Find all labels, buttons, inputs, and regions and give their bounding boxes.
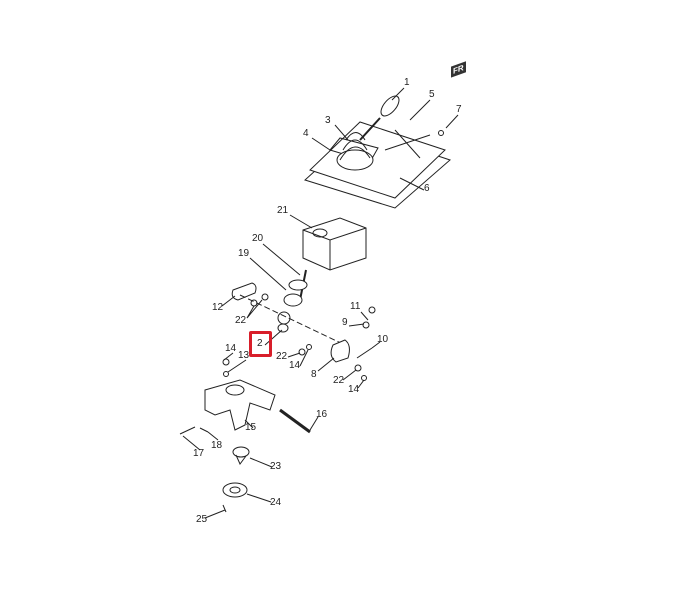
callout-7[interactable]: 7	[456, 104, 462, 115]
callout-22[interactable]: 22	[333, 375, 345, 386]
callout-23[interactable]: 23	[270, 461, 282, 472]
callout-16[interactable]: 16	[316, 409, 328, 420]
callout-6[interactable]: 6	[424, 183, 430, 194]
callout-20[interactable]: 20	[252, 233, 264, 244]
callout-25[interactable]: 25	[196, 514, 208, 525]
callout-8[interactable]: 8	[311, 369, 317, 380]
callout-13[interactable]: 13	[238, 350, 250, 361]
callout-22[interactable]: 22	[276, 351, 288, 362]
callout-9[interactable]: 9	[342, 317, 348, 328]
callout-3[interactable]: 3	[325, 115, 331, 126]
callout-15[interactable]: 15	[245, 422, 257, 433]
callout-12[interactable]: 12	[212, 302, 224, 313]
callout-18[interactable]: 18	[211, 440, 223, 451]
callout-11[interactable]: 11	[350, 301, 361, 312]
highlight-box[interactable]	[249, 331, 272, 357]
callout-2[interactable]: 2	[257, 338, 263, 349]
callout-14[interactable]: 14	[348, 384, 360, 395]
callout-5[interactable]: 5	[429, 89, 435, 100]
callout-21[interactable]: 21	[277, 205, 289, 216]
callout-4[interactable]: 4	[303, 128, 309, 139]
callout-14[interactable]: 14	[225, 343, 237, 354]
callout-19[interactable]: 19	[238, 248, 250, 259]
callout-17[interactable]: 17	[193, 448, 205, 459]
callout-14[interactable]: 14	[289, 360, 301, 371]
callout-22[interactable]: 22	[235, 315, 247, 326]
callout-10[interactable]: 10	[377, 334, 389, 345]
callout-24[interactable]: 24	[270, 497, 282, 508]
callout-1[interactable]: 1	[404, 77, 410, 88]
